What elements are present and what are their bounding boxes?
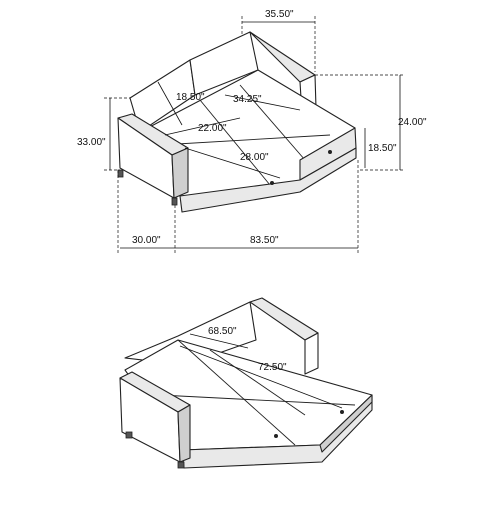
bed-seam-2 [209,349,306,416]
bed-view-dimension-lines [179,333,343,409]
dim-bed-length: 72.50" [258,362,287,373]
bed-leg-2 [177,461,185,469]
dim-seat-width: 34.25" [233,94,262,105]
dim-total-height: 24.00" [398,117,427,128]
dim-arm-top-width: 35.50" [265,9,294,20]
bed-left-arm-side [177,404,191,463]
dim-total-width: 83.50" [250,235,279,246]
dim-back-height: 18.50" [176,92,205,103]
bed-view-labels: 68.50" 72.50" [208,326,287,373]
top-view-labels: 35.50" 18.50" 34.25" 24.00" 33.00" 22.00… [77,9,427,246]
dim-seat-height: 18.50" [368,143,397,154]
dim-side-height: 33.00" [77,137,106,148]
sofa-leg-1 [117,169,124,178]
zipper-mark-1 [270,181,274,185]
sofa-base-front [179,147,357,213]
seat-seam-2 [239,84,306,161]
bed-seam-1 [177,339,296,446]
dim-bed-width: 68.50" [208,326,237,337]
dim-arm-width: 30.00" [132,235,161,246]
dim-seat-length: 28.00" [240,152,269,163]
sofa-top-view [117,31,357,213]
sofa-bed-view [119,297,373,469]
dim-seat-depth: 22.00" [198,123,227,134]
bed-front-lip [319,394,373,453]
bed-zipper-mark-1 [274,434,278,438]
bed-right-arm-top [249,297,319,341]
bed-leg-1 [125,431,133,439]
sofa-leg-2 [171,197,178,206]
top-view-dimension-lines [104,16,405,254]
bed-right-arm-front [304,332,319,375]
bed-zipper-mark-2 [340,410,344,414]
sofa-left-arm-side [171,147,189,199]
seat-seam-3 [159,134,331,146]
bed-seam-3 [159,394,356,406]
zipper-mark-2 [328,150,332,154]
